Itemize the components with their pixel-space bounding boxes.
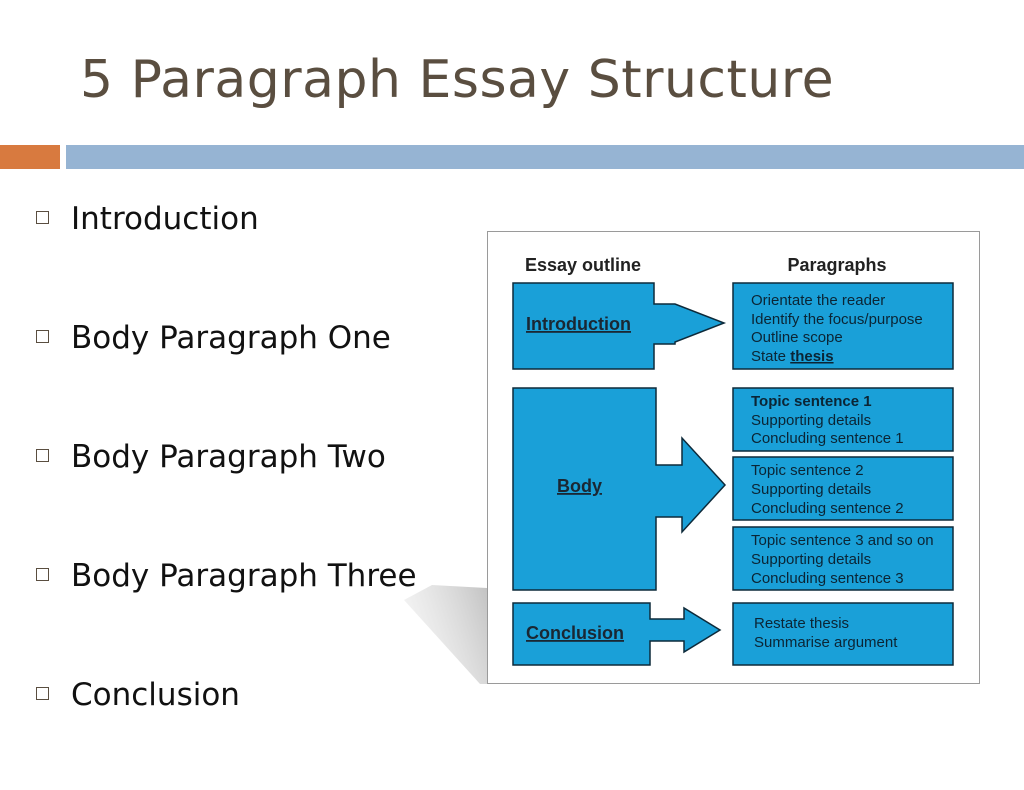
paragraph-box-body-1: [732, 387, 954, 452]
bullet-item-body-paragraph-three: Body Paragraph Three: [36, 552, 417, 671]
square-bullet-icon: [36, 449, 49, 462]
header-paragraphs: Paragraphs: [787, 255, 886, 275]
bullet-text: Body Paragraph Two: [71, 439, 386, 475]
intro-line: Outline scope: [751, 329, 843, 346]
bullet-text: Body Paragraph Three: [71, 558, 417, 594]
bullet-item-body-paragraph-two: Body Paragraph Two: [36, 433, 417, 552]
intro-state-text: State: [751, 348, 790, 365]
bullet-text: Conclusion: [71, 677, 240, 713]
bullet-text: Introduction: [71, 201, 259, 237]
body3-line: Supporting details: [751, 551, 871, 568]
intro-line-state-thesis: State thesis: [751, 348, 834, 365]
diagram-canvas: Essay outline Paragraphs Introduction Bo…: [512, 255, 954, 666]
intro-line: Orientate the reader: [751, 292, 885, 309]
body2-line: Topic sentence 2: [751, 462, 864, 479]
body1-topic-sentence: Topic sentence 1: [751, 393, 872, 410]
conclusion-line: Restate thesis: [754, 615, 849, 632]
intro-thesis-text: thesis: [790, 348, 833, 365]
header-essay-outline: Essay outline: [525, 255, 641, 275]
body2-line: Concluding sentence 2: [751, 500, 904, 517]
outline-box-introduction: Introduction: [526, 314, 631, 334]
body1-line: Supporting details: [751, 412, 871, 429]
square-bullet-icon: [36, 568, 49, 581]
square-bullet-icon: [36, 211, 49, 224]
outline-box-body: Body: [557, 476, 602, 496]
outline-box-conclusion: Conclusion: [526, 623, 624, 643]
paragraph-box-body-2: [732, 456, 954, 521]
conclusion-arrow-shape: [512, 602, 722, 666]
introduction-arrow-shape: [512, 282, 727, 370]
body2-line: Supporting details: [751, 481, 871, 498]
conclusion-line: Summarise argument: [754, 634, 898, 651]
bullet-item-introduction: Introduction: [36, 195, 417, 314]
paragraph-box-body-3: [732, 526, 954, 591]
title-accent-bar-blue: [66, 145, 1024, 169]
paragraph-box-conclusion: [732, 602, 954, 666]
bullet-list: Introduction Body Paragraph One Body Par…: [36, 195, 417, 790]
essay-outline-diagram: Essay outline Paragraphs Introduction Bo…: [487, 231, 980, 684]
paragraph-box-introduction: [732, 282, 954, 370]
intro-line: Identify the focus/purpose: [751, 311, 923, 328]
body-arrow-shape: [512, 387, 727, 591]
body1-line: Concluding sentence 1: [751, 430, 904, 447]
square-bullet-icon: [36, 330, 49, 343]
body3-line: Topic sentence 3 and so on: [751, 532, 934, 549]
title-accent-bar-orange: [0, 145, 60, 169]
square-bullet-icon: [36, 687, 49, 700]
bullet-text: Body Paragraph One: [71, 320, 391, 356]
bullet-item-conclusion: Conclusion: [36, 671, 417, 790]
bullet-item-body-paragraph-one: Body Paragraph One: [36, 314, 417, 433]
body3-line: Concluding sentence 3: [751, 570, 904, 587]
slide-title: 5 Paragraph Essay Structure: [80, 50, 835, 110]
